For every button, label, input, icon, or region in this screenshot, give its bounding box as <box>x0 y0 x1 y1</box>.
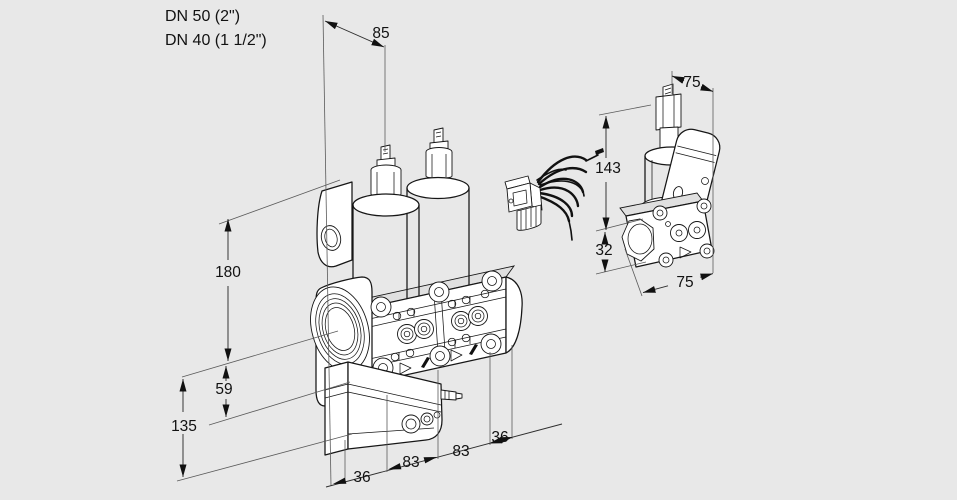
dim-75-bottom <box>624 248 714 297</box>
side-flow-arrow <box>679 246 692 259</box>
product-size-dn40: DN 40 (1 1/2") <box>165 32 267 49</box>
regulator-screw <box>440 389 457 401</box>
flow-arrow-right <box>450 349 463 362</box>
cable-plug-accessory <box>504 148 604 241</box>
dim-bottom-36-left-label: 36 <box>353 469 370 486</box>
din-connector-plug <box>504 175 543 231</box>
dim-75-top-label: 75 <box>683 74 700 91</box>
side-hex-boss <box>621 218 655 262</box>
dim-59-label: 59 <box>215 381 232 398</box>
dim-143 <box>595 104 652 232</box>
dim-135 <box>176 379 353 482</box>
main-valve-view <box>310 127 523 456</box>
flow-arrow-left <box>399 362 412 375</box>
pressure-test-points <box>390 289 490 362</box>
product-size-dn50: DN 50 (2") <box>165 8 240 25</box>
dim-bottom-83-left-label: 83 <box>402 454 419 471</box>
dim-75-top <box>671 71 714 273</box>
wire-end-pin-bottom <box>568 220 573 241</box>
solenoid-coil-left <box>352 144 420 378</box>
dimension-lines <box>176 14 714 488</box>
dim-32 <box>595 232 647 275</box>
dim-32-label: 32 <box>595 242 612 259</box>
dim-85-label: 85 <box>372 25 389 42</box>
dim-143-label: 143 <box>595 160 621 177</box>
plug-gland-nut <box>516 204 542 231</box>
side-valve-view <box>619 83 721 268</box>
text-labels: DN 50 (2") DN 40 (1 1/2") 85 180 59 135 … <box>165 8 701 486</box>
mounting-bracket <box>316 181 353 268</box>
valve-body-end-cap <box>505 276 523 354</box>
dim-180 <box>181 179 341 378</box>
dim-135-label: 135 <box>171 418 197 435</box>
dim-bottom-chain <box>325 345 563 488</box>
dim-bottom-36-right-label: 36 <box>491 429 508 446</box>
dim-59 <box>208 366 351 426</box>
dim-75-bottom-label: 75 <box>676 274 693 291</box>
dim-85 <box>322 14 386 487</box>
dim-bottom-83-right-label: 83 <box>452 443 469 460</box>
regulator-block <box>324 361 463 456</box>
dim-180-label: 180 <box>215 264 241 281</box>
wire-end-pin-top <box>585 154 599 162</box>
